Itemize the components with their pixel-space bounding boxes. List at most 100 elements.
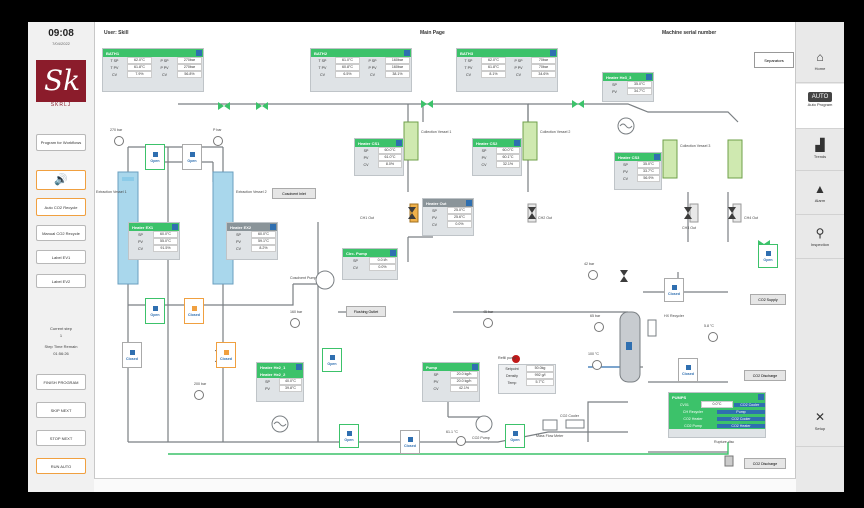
current-step-value: 1 [59,333,63,338]
step-time-value: 01:56:26 [53,351,69,356]
valve-ev1-open[interactable]: Open [145,144,165,170]
flushing-outlet[interactable]: Flushing Outlet [346,306,386,317]
auto-recycle-button[interactable]: Auto CO2 Recycle [36,198,86,216]
rupture-disc-label: Rupture disc [714,440,735,444]
label-ev1-button[interactable]: Label EV1 [36,250,86,264]
valve-bottom1-open[interactable]: Open [145,298,165,324]
home-icon: ⌂ [816,50,824,64]
svg-text:Sk: Sk [44,64,80,97]
pressure-gauge-icon [114,136,124,146]
pressure-gauge-icon [290,318,300,328]
separators-button[interactable]: Separators [754,52,794,68]
collection1-label: Collection Vessel 1 [421,130,452,134]
ch2-out-label: CH2 Out [538,216,552,220]
step-time-label: Step Time Remain [44,344,78,349]
co2-cooler-label: CO2 Cooler [560,414,579,418]
status-bar [94,478,796,492]
co2-supply[interactable]: CO2 Supply [750,294,786,305]
user-label: User: Skill [104,30,129,36]
auto-program-button[interactable]: AUTO Auto Program [796,84,844,129]
home-button[interactable]: ⌂ Home [796,42,844,83]
run-auto-button[interactable]: RUN AUTO [36,458,86,474]
valve-discharge-closed[interactable]: Closed [678,358,698,382]
search-icon: ⚲ [815,226,825,240]
left-sidebar: 09:08 7/04/2022 Sk SKRLJ Program for Wor… [28,22,95,492]
valve-right-closed[interactable]: Closed [216,342,236,368]
program-workflows-button[interactable]: Program for Workflows [36,134,86,151]
pressure-gauge-icon [588,270,598,280]
auto-badge: AUTO [807,92,833,102]
co2-discharge-2[interactable]: CO2 Discharge [744,458,786,469]
temperature-gauge-icon [708,332,718,342]
gauge-p3: 160 bar [290,310,303,314]
cosolvent-inlet[interactable]: Cosolvent Inlet [272,188,316,199]
pressure-gauge-icon [483,318,493,328]
page-title: Main Page [420,30,445,36]
skip-next-button[interactable]: SKIP NEXT [36,402,86,418]
company-logo: Sk [36,60,86,102]
inspection-button[interactable]: ⚲ Inspection [796,218,844,259]
gauge-p2: P bar [213,128,222,132]
volume-button[interactable]: 🔊 [36,170,86,190]
gauge-p9: 5.8 °C [704,324,715,328]
valve-right-open[interactable]: Open [758,244,778,268]
tools-icon: ✕ [814,410,826,424]
gauge-p4: 200 bar [194,382,207,386]
stop-next-button[interactable]: STOP NEXT [36,430,86,446]
collection-vessels [403,121,743,179]
logo-text: SKRLJ [50,102,72,108]
right-sidebar: ⌂ Home AUTO Auto Program ▟ Trends ▲ Alar… [795,22,844,492]
label-ev2-button[interactable]: Label EV2 [36,274,86,288]
ch1-out-label: CH1 Out [360,216,374,220]
chart-icon: ▟ [815,138,825,152]
gauge-p7: 100 °C [588,352,600,356]
collection3-label: Collection Vessel 3 [680,144,711,148]
extraction2-label: Extraction Vessel 2 [236,190,267,194]
ch4-out-label: CH4 Out [744,216,758,220]
alarm-button[interactable]: ▲ Alarm [796,174,844,215]
gauge-p6: 42 bar [584,262,595,266]
valve-pump-open[interactable]: Open [505,424,525,448]
gauge-p5: 45 bar [483,310,494,314]
gauge-p8: 65 bar [590,314,601,318]
co2-pump-label: CO2 Pump [472,436,490,440]
valve-left-closed[interactable]: Closed [122,342,142,368]
trends-button[interactable]: ▟ Trends [796,130,844,171]
gauge-p1: 270 bar [110,128,123,132]
valve-sep-closed[interactable]: Closed [664,278,684,302]
valve-bottom2-closed[interactable]: Closed [184,298,204,324]
finish-program-button[interactable]: FINISH PROGRAM [36,374,86,390]
circ-pump-label: Cosolvent Pump [290,276,317,280]
warning-icon: ▲ [814,182,826,196]
gauge-p10: 61.1 °C [446,430,459,434]
co2-discharge-1[interactable]: CO2 Discharge [744,370,786,381]
pressure-gauge-icon [213,136,223,146]
valve-mid-open[interactable]: Open [322,348,342,372]
manual-recycle-button[interactable]: Manual CO2 Recycle [36,225,86,241]
hmi-screen: 09:08 7/04/2022 Sk SKRLJ Program for Wor… [28,22,844,492]
temperature-gauge-icon [592,360,602,370]
valve-ev2-open[interactable]: Open [182,144,202,170]
date: 7/04/2022 [52,41,70,46]
valve-low-open[interactable]: Open [339,424,359,448]
refill-label: Refill pump [498,356,516,360]
temperature-gauge-icon [456,436,466,446]
setup-button[interactable]: ✕ Setup [796,402,844,447]
clock: 09:08 [48,28,74,39]
valve-low-closed[interactable]: Closed [400,430,420,454]
